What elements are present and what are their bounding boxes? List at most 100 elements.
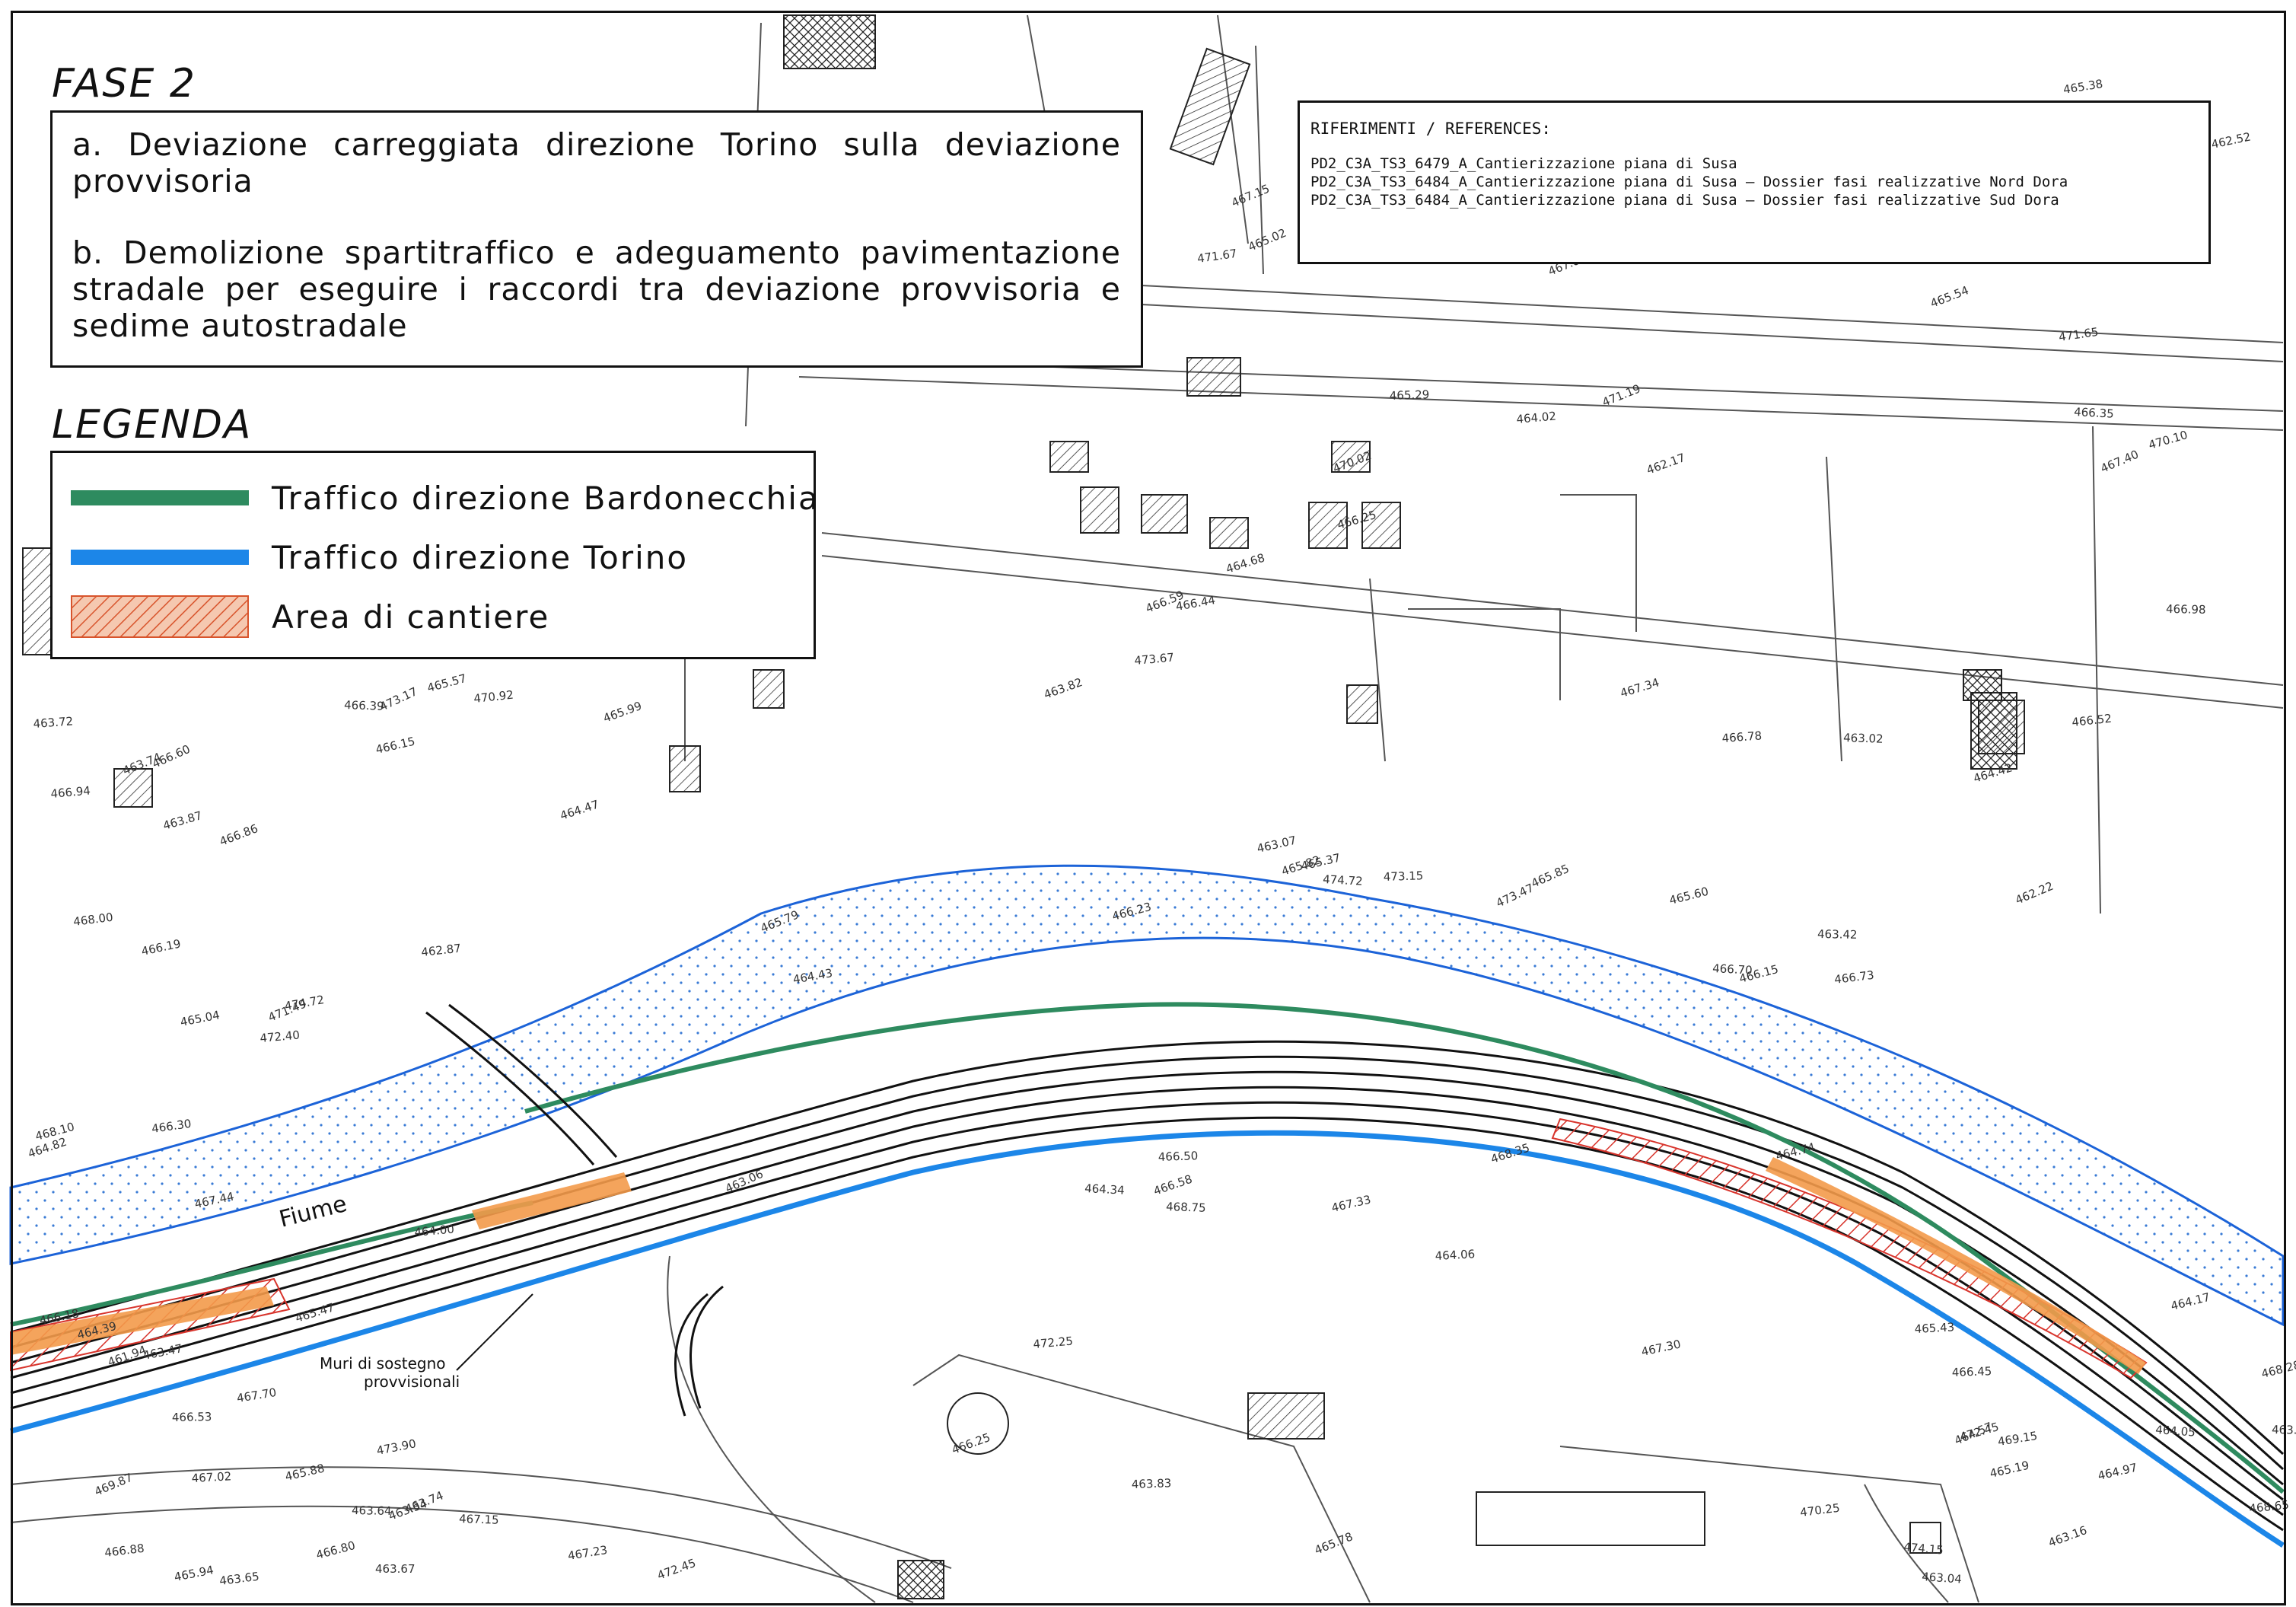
spot-height-label: 464.02 (1516, 409, 1557, 426)
legend-box: Traffico direzione Bardonecchia Traffico… (50, 451, 818, 659)
note-b: b. Demolizione spartitraffico e adeguame… (72, 234, 1121, 344)
spot-height-label: 468.75 (1166, 1200, 1206, 1215)
reference-2: PD2_C3A_TS3_6484_A_Cantierizzazione pian… (1310, 174, 2068, 190)
references-heading: RIFERIMENTI / REFERENCES: (1310, 120, 1552, 138)
legend-label-torino: Traffico direzione Torino (272, 538, 689, 576)
spot-height-label: 471.67 (1196, 247, 1237, 266)
spot-height-label: 463.72 (33, 714, 74, 731)
spot-height-label: 464.97 (2097, 1461, 2138, 1483)
spot-height-label: 463.16 (2046, 1523, 2088, 1550)
spot-height-label: 466.94 (50, 783, 91, 801)
spot-height-label: 470.25 (1799, 1501, 1840, 1519)
spot-height-label: 463.65 (218, 1570, 260, 1588)
spot-height-label: 466.78 (1721, 729, 1763, 745)
spot-height-label: 473.17 (377, 684, 419, 714)
reference-3: PD2_C3A_TS3_6484_A_Cantierizzazione pian… (1310, 192, 2059, 209)
spot-height-label: 466.98 (2166, 602, 2206, 617)
spot-height-label: 468.65 (2249, 1498, 2290, 1516)
spot-height-label: 462.17 (1645, 451, 1686, 477)
river-area (9, 864, 2285, 1327)
spot-height-label: 466.52 (2071, 712, 2113, 729)
spot-height-label: 473.47 (1494, 881, 1536, 910)
route-bardonecchia-2 (10, 1200, 533, 1327)
swatch-green (71, 490, 249, 505)
phase-title: FASE 2 (52, 61, 196, 107)
spot-height-label: 465.38 (2062, 77, 2104, 97)
spot-height-label: 465.19 (1989, 1459, 2030, 1481)
spot-height-label: 464.06 (1435, 1247, 1475, 1263)
spot-height-label: 466.73 (1833, 968, 1874, 987)
spot-height-label: 463.04 (1922, 1570, 1963, 1586)
spot-height-label: 464.00 (414, 1222, 455, 1239)
spot-height-label: 466.39 (344, 698, 384, 713)
spot-height-label: 466.86 (218, 821, 260, 849)
spot-height-label: 463.42 (1817, 927, 1858, 942)
note-a: a. Deviazione carreggiata direzione Tori… (72, 126, 1121, 199)
spot-height-label: 462.22 (2014, 879, 2056, 907)
spot-height-label: 471.19 (1600, 381, 1642, 409)
spot-height-label: 464.34 (1084, 1181, 1125, 1197)
spot-height-label: 466.80 (314, 1538, 356, 1562)
phase-notes-box: a. Deviazione carreggiata direzione Tori… (50, 110, 1143, 368)
spot-height-label: 467.70 (236, 1385, 278, 1405)
spot-height-label: 465.02 (1247, 226, 1288, 254)
swatch-blue (71, 550, 249, 565)
spot-height-label: 463.19 (2272, 1423, 2296, 1437)
spot-height-label: 468.00 (72, 910, 113, 929)
spot-height-label: 472.25 (1033, 1334, 1074, 1351)
spot-height-label: 466.19 (140, 936, 182, 958)
map-base-lines (10, 14, 2284, 1603)
construction-areas (10, 1118, 2148, 1379)
spot-height-label: 463.02 (1843, 731, 1884, 746)
spot-height-label: 474.72 (1323, 872, 1363, 888)
spot-height-label: 467.30 (1640, 1337, 1682, 1359)
spot-height-label: 467.15 (1230, 182, 1272, 210)
access-ramp (425, 1003, 724, 1417)
spot-height-label: 465.04 (179, 1008, 221, 1029)
spot-height-label: 467.40 (2099, 448, 2141, 476)
retaining-walls-label-2: provvisionali (364, 1373, 460, 1391)
spot-height-label: 463.83 (1132, 1476, 1172, 1491)
spot-height-label: 465.29 (1390, 387, 1430, 403)
spot-height-label: 465.99 (601, 699, 643, 725)
spot-height-label: 465.85 (1529, 862, 1571, 891)
swatch-hatched (71, 595, 249, 638)
spot-height-label: 467.02 (191, 1469, 231, 1485)
spot-height-label: 462.52 (2210, 129, 2252, 151)
spot-height-label: 472.40 (260, 1028, 301, 1045)
spot-height-label: 463.64 (352, 1503, 392, 1518)
references-box: RIFERIMENTI / REFERENCES: PD2_C3A_TS3_64… (1298, 100, 2211, 264)
spot-height-label: 473.67 (1134, 650, 1175, 668)
spot-height-label: 465.57 (425, 671, 467, 695)
spot-height-label: 465.82 (1280, 853, 1322, 878)
spot-height-label: 465.94 (173, 1563, 215, 1584)
spot-height-label: 466.88 (103, 1542, 145, 1560)
spot-height-label: 466.50 (1158, 1149, 1199, 1164)
legend-item-torino: Traffico direzione Torino (71, 528, 795, 587)
spot-height-label: 467.33 (1330, 1193, 1372, 1215)
spot-height-label: 465.43 (1914, 1320, 1954, 1336)
spot-height-label: 465.78 (1313, 1529, 1355, 1557)
spot-height-label: 470.92 (473, 688, 514, 706)
spot-height-label: 464.05 (2155, 1423, 2196, 1440)
spot-height-label: 466.30 (151, 1117, 192, 1136)
spot-height-label: 468.28 (2260, 1358, 2296, 1381)
spot-height-label: 464.68 (1224, 550, 1266, 576)
legend-label-bardonecchia: Traffico direzione Bardonecchia (272, 479, 820, 517)
spot-height-label: 463.67 (375, 1562, 416, 1576)
spot-height-label: 469.15 (1997, 1429, 2039, 1449)
spot-height-label: 468.35 (1489, 1140, 1531, 1165)
spot-height-label: 473.90 (375, 1436, 417, 1458)
spot-height-label: 466.58 (1151, 1172, 1194, 1198)
reference-1: PD2_C3A_TS3_6479_A_Cantierizzazione pian… (1310, 155, 1737, 172)
spot-height-label: 467.34 (1619, 675, 1661, 700)
spot-height-label: 471.65 (2058, 325, 2099, 344)
spot-height-label: 467.15 (459, 1512, 499, 1527)
spot-height-label: 462.87 (421, 942, 462, 959)
spot-height-label: 463.82 (1042, 675, 1084, 702)
spot-height-label: 467.23 (567, 1543, 609, 1563)
spot-height-label: 464.17 (2170, 1290, 2212, 1313)
spot-height-label: 472.45 (655, 1556, 697, 1583)
spot-height-label: 466.70 (1712, 961, 1753, 977)
legend-item-cantiere: Area di cantiere (71, 587, 795, 646)
